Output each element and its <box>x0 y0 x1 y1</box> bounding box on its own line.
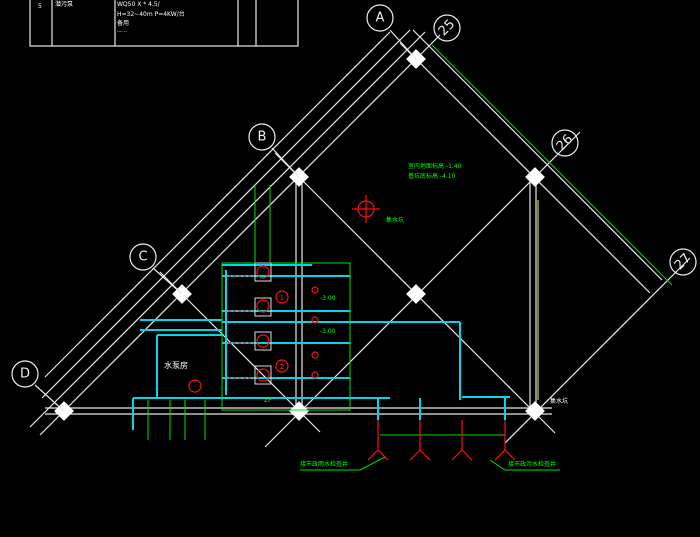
svg-text:27: 27 <box>672 251 694 273</box>
legend-item-name: 潜污泵 <box>55 0 73 8</box>
svg-text:B: B <box>258 130 267 145</box>
pump-tag-1[interactable]: 1 <box>275 290 289 304</box>
legend-spec-line2: H=32~40m P=4KW/台 <box>117 10 185 18</box>
corner-note: 集水坑 <box>550 397 568 405</box>
level-note-floor: 室内地面标高 -1.40 <box>408 162 462 170</box>
legend-row-number: 5 <box>38 3 42 10</box>
svg-text:集水坑: 集水坑 <box>386 216 404 224</box>
svg-text:2: 2 <box>280 363 284 371</box>
axis-bubble-26[interactable]: 26 <box>551 129 579 157</box>
axis-bubble-c[interactable]: C <box>129 243 183 295</box>
elevation-label-a: -3.00 <box>320 295 336 302</box>
structural-grid <box>29 29 691 448</box>
axis-bubble-25[interactable]: 25 <box>433 14 461 42</box>
axis-bubble-b[interactable]: B <box>248 123 300 178</box>
pipe-label: ZP <box>264 397 272 404</box>
legend-table: 5 潜污泵 WQ50 X * 4.5/ H=32~40m P=4KW/台 备用 … <box>29 0 299 47</box>
right-discharge-note: 接市政污水检查井 <box>508 460 556 468</box>
elevation-label-b: -3.00 <box>320 328 336 335</box>
grid-nodes <box>54 49 545 421</box>
pump-room-piping <box>132 185 560 471</box>
sump-marker: 集水坑 <box>352 195 404 224</box>
axis-bubble-a[interactable]: A <box>366 4 417 60</box>
axis-bubble-27[interactable]: 27 <box>669 248 697 276</box>
svg-text:1: 1 <box>280 294 284 302</box>
svg-text:D: D <box>20 367 30 382</box>
svg-text:C: C <box>138 250 147 265</box>
svg-text:A: A <box>376 11 385 26</box>
level-note-pit: 基坑底标高 -4.10 <box>408 172 456 180</box>
legend-spec-line3: 备用 <box>117 19 129 27</box>
svg-text:26: 26 <box>554 132 576 154</box>
left-discharge-note: 接市政雨水检查井 <box>300 460 348 468</box>
pump-room-label: 水泵房 <box>164 360 188 370</box>
axis-bubble-d[interactable]: D <box>11 360 65 412</box>
pump-tag-2[interactable]: 2 <box>275 359 289 373</box>
legend-spec-line4: ---- -- <box>117 29 127 34</box>
legend-spec-line1: WQ50 X * 4.5/ <box>117 1 161 8</box>
